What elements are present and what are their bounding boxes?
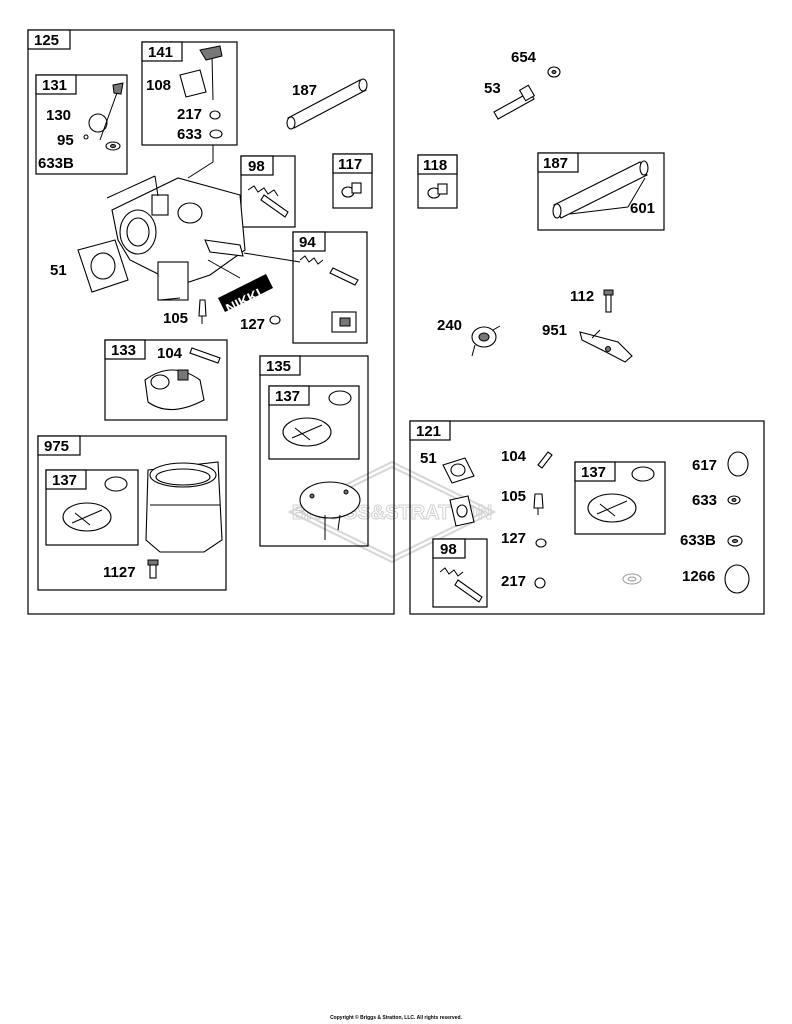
callout-98: 98 — [248, 158, 265, 175]
callout-127: 127 — [240, 316, 265, 333]
callout-187b: 187 — [543, 155, 568, 172]
idle-screw-part — [247, 185, 289, 218]
choke-shaft-part — [179, 45, 223, 139]
callout-121: 121 — [416, 423, 441, 440]
kit-box-141 — [141, 41, 238, 146]
kit-box-135 — [259, 355, 369, 547]
callout-94: 94 — [299, 234, 316, 251]
callout-1127: 1127 — [103, 564, 136, 581]
callout-601: 601 — [630, 200, 655, 217]
kit-box-137b — [45, 469, 139, 546]
pin-104b-part — [537, 451, 553, 469]
callout-117: 117 — [338, 156, 362, 173]
gasket-part — [77, 239, 129, 293]
callout-217b: 217 — [501, 573, 526, 590]
needle-105b-part — [533, 493, 544, 515]
callout-108: 108 — [146, 77, 171, 94]
callout-125: 125 — [34, 32, 59, 49]
o-ring-617-part — [727, 451, 749, 477]
callout-104: 104 — [157, 345, 183, 362]
callout-633b-b: 633B — [680, 532, 716, 549]
copyright-notice: Copyright © Briggs & Stratton, LLC. All … — [330, 1015, 462, 1021]
callout-141: 141 — [148, 44, 173, 61]
kit-box-137 — [268, 385, 360, 460]
callout-633: 633 — [177, 126, 202, 143]
stud-53-part — [493, 84, 536, 120]
callout-654: 654 — [511, 49, 537, 66]
callout-51: 51 — [50, 262, 67, 279]
float-part — [144, 347, 221, 411]
gasket-kit-137c-part — [587, 466, 655, 523]
washer-seal-part — [622, 573, 642, 585]
gasket-kit-137-part — [282, 390, 352, 447]
callout-135: 135 — [266, 358, 291, 375]
washer-633b-b-part — [727, 535, 743, 547]
plug-118-part — [427, 183, 448, 199]
kit-box-975 — [37, 435, 227, 591]
callout-975: 975 — [44, 438, 69, 455]
callout-240: 240 — [437, 317, 462, 334]
kit-box-133 — [104, 339, 228, 421]
o-ring-1266-part — [724, 564, 750, 594]
callout-617: 617 — [692, 457, 717, 474]
callout-130: 130 — [46, 107, 71, 124]
needle-valve-part — [198, 299, 207, 324]
callout-95: 95 — [57, 132, 74, 149]
fuel-tube-187b-part — [552, 160, 649, 219]
washer-127-part — [269, 315, 281, 325]
kit-box-131 — [35, 74, 128, 175]
callout-133: 133 — [111, 342, 136, 359]
float-bowl-part — [145, 461, 223, 553]
callout-137: 137 — [275, 388, 300, 405]
callout-118: 118 — [423, 157, 447, 174]
callout-633b: 633 — [692, 492, 717, 509]
callout-105b: 105 — [501, 488, 526, 505]
kit-box-137c — [574, 461, 666, 535]
callout-51b: 51 — [420, 450, 437, 467]
washer-127b-part — [535, 538, 547, 548]
gasket-51b-part — [442, 457, 475, 527]
callout-105: 105 — [163, 310, 188, 327]
float-bowl-plate-part — [299, 481, 361, 540]
fuel-tube-part — [286, 78, 368, 130]
idle-screw-98b-part — [439, 567, 483, 603]
callout-187: 187 — [292, 82, 317, 99]
screw-112-part — [603, 289, 614, 313]
callout-98b: 98 — [440, 541, 457, 558]
clip-217b-part — [534, 577, 546, 589]
carburetor-body-part — [111, 177, 246, 301]
callout-127b: 127 — [501, 530, 526, 547]
assembly-box-125 — [27, 29, 395, 615]
plug-part — [341, 182, 362, 198]
throttle-shaft-part — [83, 82, 124, 151]
callout-112: 112 — [570, 288, 594, 305]
washer-633b-part — [727, 495, 741, 505]
callout-137b: 137 — [52, 472, 77, 489]
solenoid-part — [299, 255, 359, 333]
kit-box-187 — [537, 152, 665, 231]
bowl-screw-part — [147, 559, 159, 579]
kit-box-94 — [292, 231, 368, 344]
callout-217: 217 — [177, 106, 202, 123]
bracket-951-part — [579, 329, 633, 363]
assembly-box-121 — [409, 420, 765, 615]
valve-240-part — [471, 325, 501, 357]
callout-137c: 137 — [581, 464, 606, 481]
callout-1266: 1266 — [682, 568, 715, 585]
callout-131: 131 — [42, 77, 67, 94]
callout-633b: 633B — [38, 155, 74, 172]
nut-654-part — [547, 66, 561, 78]
callout-104b: 104 — [501, 448, 527, 465]
callout-951: 951 — [542, 322, 567, 339]
gasket-kit-137b-part — [62, 476, 128, 532]
callout-53: 53 — [484, 80, 501, 97]
nikki-decal-part: NIKKI — [218, 274, 273, 317]
